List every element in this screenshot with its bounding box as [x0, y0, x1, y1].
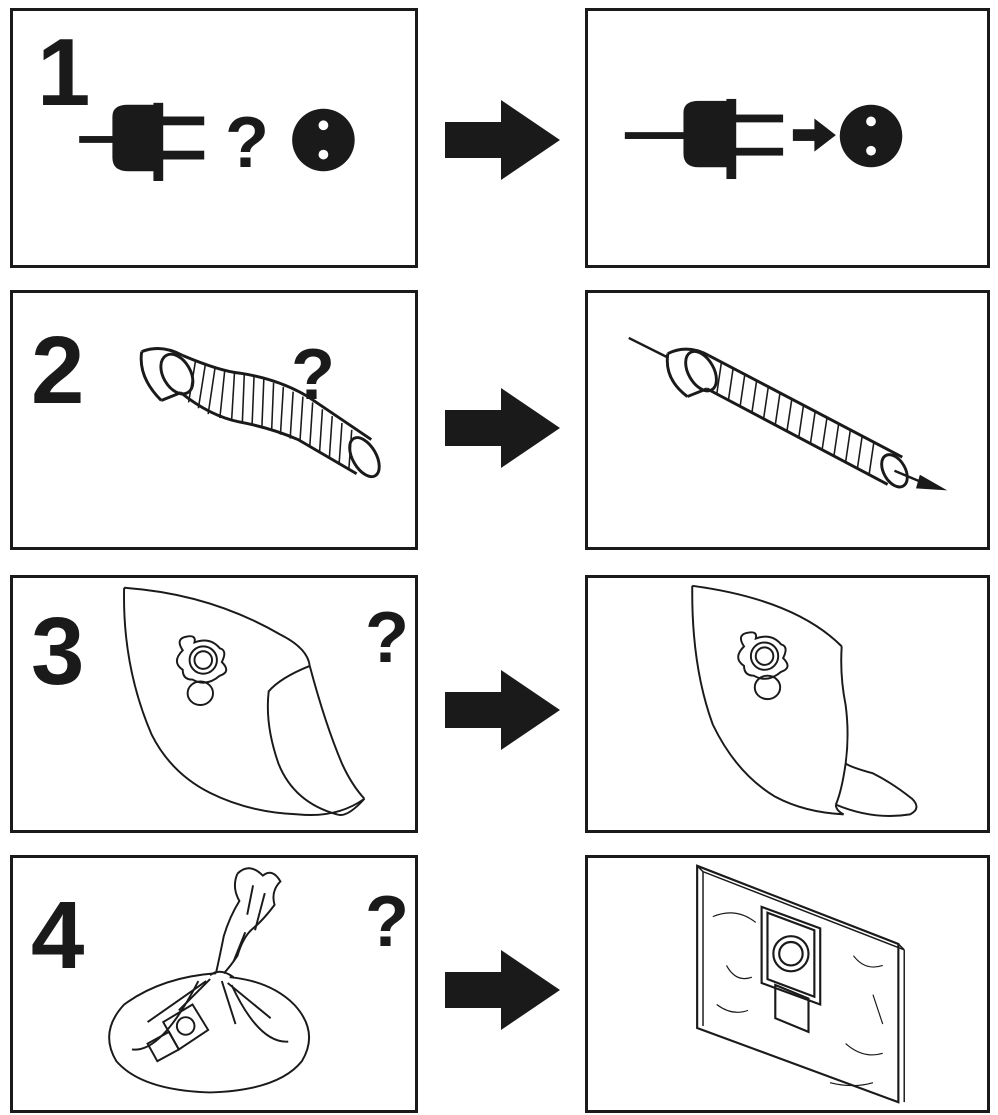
- arrow-right-icon: [445, 670, 560, 750]
- step-4-before-panel: 4 ?: [10, 855, 418, 1113]
- question-mark-icon: ?: [365, 598, 409, 678]
- hose-icon: [139, 347, 381, 479]
- dust-bag-icon: [123, 586, 366, 816]
- new-dust-bag-illustration: [696, 864, 905, 1104]
- bag-collar-icon: [737, 631, 789, 701]
- question-mark-icon: ?: [225, 103, 269, 183]
- arrow-right-icon: [445, 950, 560, 1030]
- step-1-after-panel: [585, 8, 990, 268]
- arrow-right-icon: [445, 100, 560, 180]
- step-4-after-panel: [585, 855, 990, 1113]
- small-arrow-icon: [792, 118, 836, 152]
- plug-into-socket-illustration: [624, 98, 903, 180]
- step-2-after-panel: [585, 290, 990, 550]
- bag-collar-icon: [760, 905, 822, 1034]
- wall-socket-icon: [292, 108, 355, 172]
- question-mark-icon: ?: [365, 882, 409, 962]
- full-dust-bag-illustration: [123, 586, 366, 816]
- bag-collar-icon: [146, 1003, 210, 1063]
- empty-dust-bag-illustration: [691, 584, 918, 817]
- plug-question-illustration: [79, 102, 355, 181]
- step-2-before-panel: 2: [10, 290, 418, 550]
- wall-socket-icon: [839, 104, 903, 168]
- step-1-before-panel: 1 ?: [10, 8, 418, 268]
- step-2-number: 2: [31, 317, 84, 424]
- clogged-hose-illustration: [139, 347, 381, 479]
- power-plug-icon: [624, 98, 784, 180]
- bag-collar-icon: [175, 635, 228, 706]
- tied-dust-bag-illustration: [108, 867, 311, 1094]
- step-3-number: 3: [31, 598, 84, 705]
- step-3-before-panel: 3 ?: [10, 575, 418, 833]
- dust-bag-icon: [696, 864, 905, 1104]
- step-3-after-panel: [585, 575, 990, 833]
- power-plug-icon: [79, 102, 205, 181]
- dust-bag-icon: [691, 584, 918, 817]
- rod-line: [628, 336, 669, 359]
- arrow-right-icon: [445, 388, 560, 468]
- hose-icon: [665, 347, 909, 489]
- question-mark-icon: ?: [291, 335, 335, 415]
- step-1-number: 1: [37, 19, 90, 126]
- dust-bag-icon: [108, 867, 311, 1094]
- arrow-head-icon: [915, 474, 948, 491]
- step-4-number: 4: [31, 882, 84, 989]
- cleared-hose-illustration: [628, 336, 948, 491]
